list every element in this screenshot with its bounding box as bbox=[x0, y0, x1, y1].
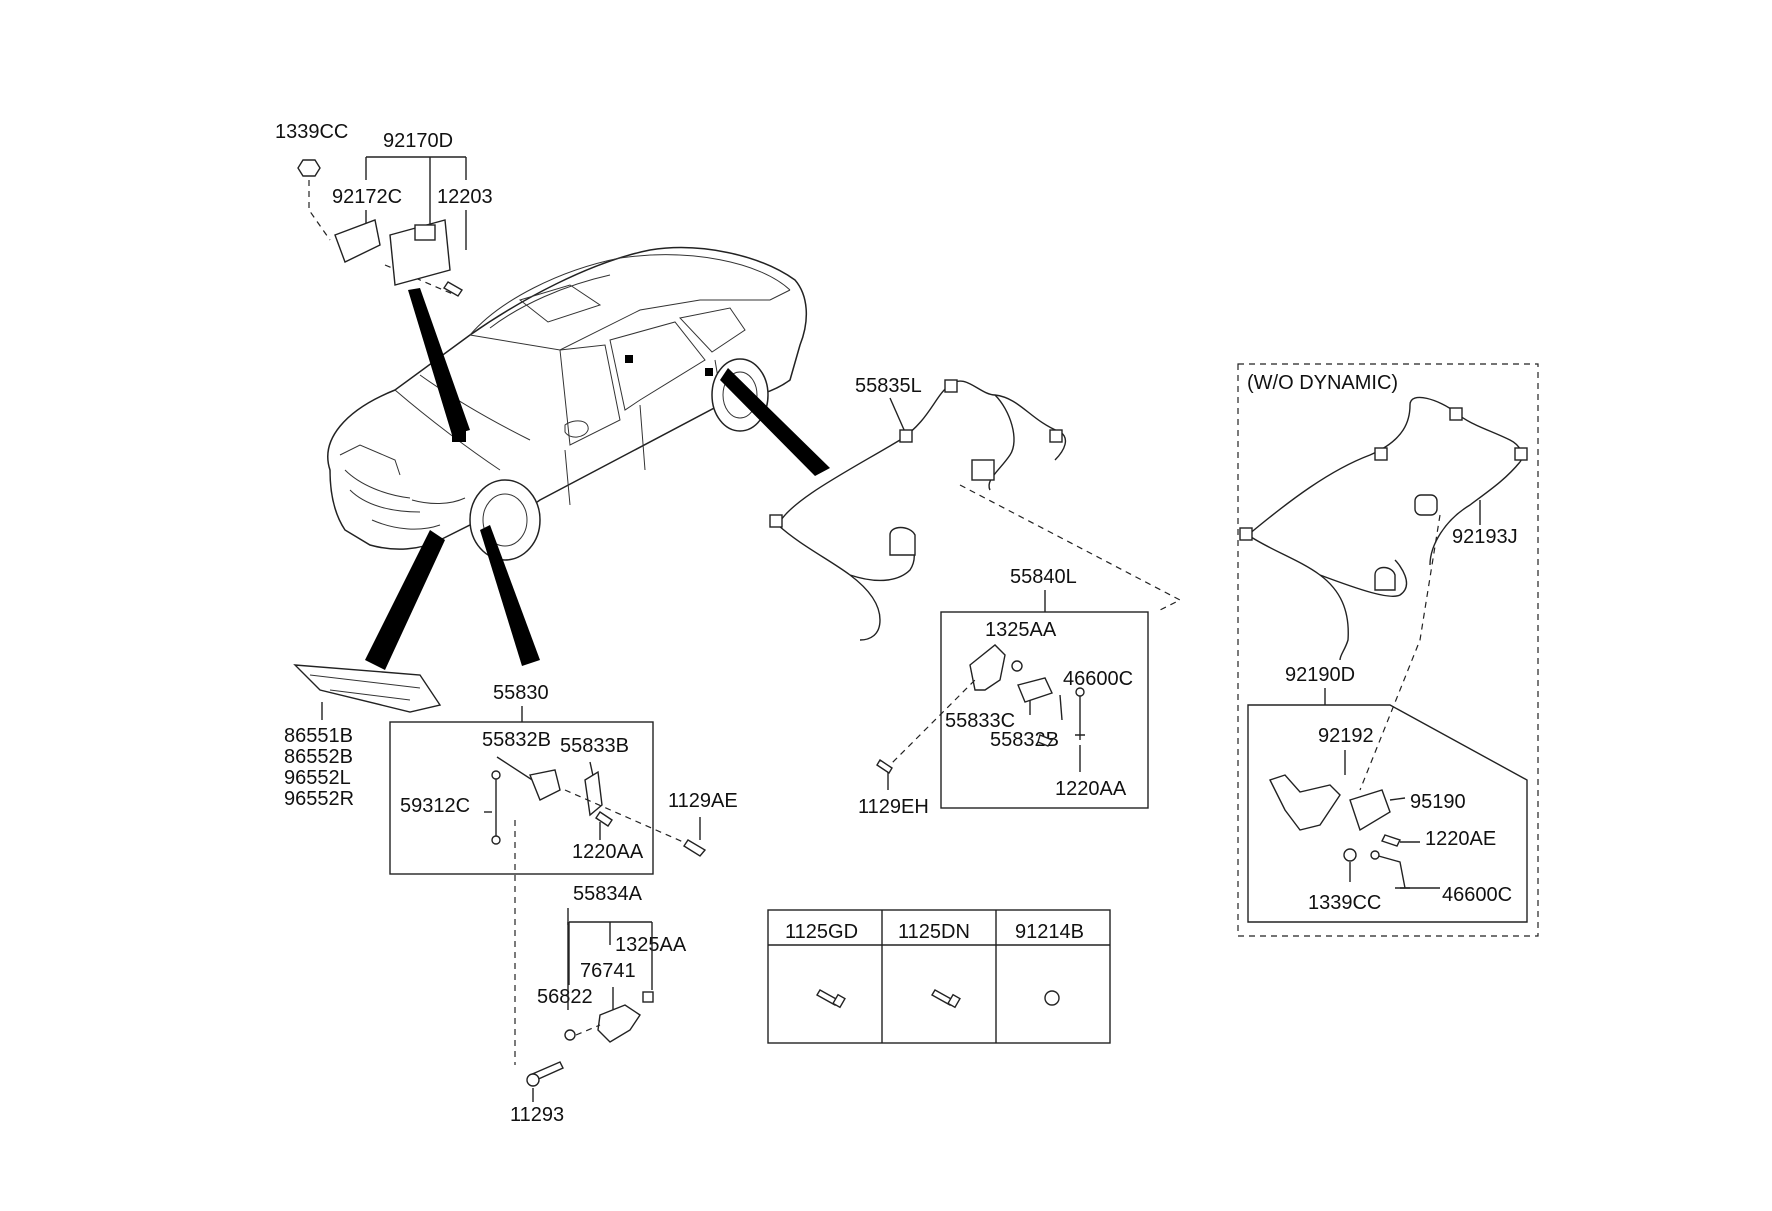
bolt-icon bbox=[816, 989, 846, 1009]
washer-icon bbox=[564, 1029, 576, 1041]
bolt-icon bbox=[1381, 834, 1401, 847]
sensor-sub-frame bbox=[1247, 704, 1528, 923]
label-1129eh: 1129EH bbox=[858, 796, 929, 818]
label-92170d: 92170D bbox=[383, 130, 453, 152]
label-76741: 76741 bbox=[580, 960, 636, 982]
bolt-icon bbox=[683, 839, 707, 857]
connector-icon bbox=[971, 459, 995, 481]
label-92192: 92192 bbox=[1318, 725, 1374, 747]
callout-arrow-ecu bbox=[408, 288, 470, 435]
wire-harness bbox=[1247, 396, 1523, 536]
label-55830: 55830 bbox=[493, 682, 549, 704]
bolt-icon bbox=[595, 811, 613, 827]
label-55840l: 55840L bbox=[1010, 566, 1077, 588]
label-96552l: 96552L bbox=[284, 767, 351, 789]
sensor-bracket-icon bbox=[969, 644, 1006, 691]
rear-sensor-group: 55840L 1325AA 46600C 55833C 55832B 1220A… bbox=[858, 566, 1149, 818]
bolt-icon bbox=[443, 281, 463, 297]
fastener-table: 1125GD 1125DN 91214B bbox=[767, 909, 1111, 1044]
vehicle-illustration bbox=[327, 246, 808, 561]
connector-icon bbox=[1414, 494, 1438, 516]
callout-arrow-front-sensor bbox=[480, 525, 540, 666]
nut-icon bbox=[1343, 848, 1357, 862]
label-46600c-b: 46600C bbox=[1442, 884, 1512, 906]
front-sensor-group: 55830 55832B 55833B 59312C 1220AA 1129AE bbox=[389, 682, 738, 1065]
label-1220ae: 1220AE bbox=[1425, 828, 1496, 850]
front-sensor-frame bbox=[389, 721, 654, 875]
label-86552b: 86552B bbox=[284, 746, 353, 768]
label-46600c-a: 46600C bbox=[1063, 668, 1133, 690]
bracket-icon bbox=[334, 219, 381, 263]
label-12203: 12203 bbox=[437, 186, 493, 208]
sensor-arm-icon bbox=[1017, 677, 1053, 703]
label-55833b: 55833B bbox=[560, 735, 629, 757]
label-55834a: 55834A bbox=[573, 883, 643, 905]
label-55832b-b: 55832B bbox=[482, 729, 551, 751]
wire-harness bbox=[777, 380, 1067, 526]
label-55833c: 55833C bbox=[945, 710, 1015, 732]
label-92193j: 92193J bbox=[1452, 526, 1518, 548]
label-92190d: 92190D bbox=[1285, 664, 1355, 686]
label-95190: 95190 bbox=[1410, 791, 1466, 813]
bolt-icon bbox=[876, 759, 893, 774]
callout-arrow-rear-sensor bbox=[720, 368, 830, 476]
bumper-bracket-icon bbox=[293, 664, 442, 713]
label-96552r: 96552R bbox=[284, 788, 354, 810]
sensor-bracket-icon bbox=[1269, 774, 1341, 831]
table-header-1125dn: 1125DN bbox=[898, 921, 970, 943]
sensor-arm-icon bbox=[529, 769, 561, 801]
bracket-55834a-group: 55834A 1325AA 76741 56822 11293 bbox=[510, 883, 687, 1126]
label-11293: 11293 bbox=[510, 1104, 564, 1126]
label-1325aa-b: 1325AA bbox=[615, 934, 687, 956]
label-1339cc-top: 1339CC bbox=[275, 121, 348, 143]
nut-icon bbox=[1044, 990, 1060, 1006]
connector-icon bbox=[889, 526, 916, 556]
label-1220aa-a: 1220AA bbox=[1055, 778, 1127, 800]
label-55835l: 55835L bbox=[855, 375, 922, 397]
ecu-group: 1339CC 92170D 92172C 12203 bbox=[275, 121, 493, 297]
label-1220aa-b: 1220AA bbox=[572, 841, 644, 863]
sensor-body-icon bbox=[1349, 789, 1391, 832]
wo-dynamic-group: (W/O DYNAMIC) 92193J 92190D 92192 95190 … bbox=[1237, 363, 1539, 937]
bumper-bracket-group: 86551B 86552B 96552L 96552R bbox=[284, 664, 442, 810]
washer-icon bbox=[1011, 660, 1023, 672]
clip-icon bbox=[642, 991, 654, 1003]
bolt-icon bbox=[931, 989, 961, 1009]
label-1129ae: 1129AE bbox=[668, 790, 738, 812]
table-header-1125gd: 1125GD bbox=[785, 921, 858, 943]
bolt-icon bbox=[1037, 734, 1054, 747]
label-55832b-a: 55832B bbox=[990, 729, 1059, 751]
callout-arrow-bracket bbox=[365, 530, 445, 670]
label-1339cc-b: 1339CC bbox=[1308, 892, 1381, 914]
sensor-bracket-icon bbox=[584, 770, 603, 817]
label-56822: 56822 bbox=[537, 986, 593, 1008]
rear-sensor-frame bbox=[940, 611, 1149, 809]
nut-icon bbox=[297, 159, 321, 177]
label-1325aa-a: 1325AA bbox=[985, 619, 1057, 641]
connector-icon bbox=[1374, 566, 1396, 591]
label-92172c: 92172C bbox=[332, 186, 402, 208]
label-86551b: 86551B bbox=[284, 725, 353, 747]
sensor-bracket-icon bbox=[597, 1004, 641, 1043]
label-59312c: 59312C bbox=[400, 795, 470, 817]
label-wo-dynamic: (W/O DYNAMIC) bbox=[1247, 372, 1398, 394]
table-header-91214b: 91214B bbox=[1015, 921, 1084, 943]
wo-dynamic-frame bbox=[1237, 363, 1539, 937]
rear-harness-group: 55835L bbox=[769, 375, 1182, 641]
